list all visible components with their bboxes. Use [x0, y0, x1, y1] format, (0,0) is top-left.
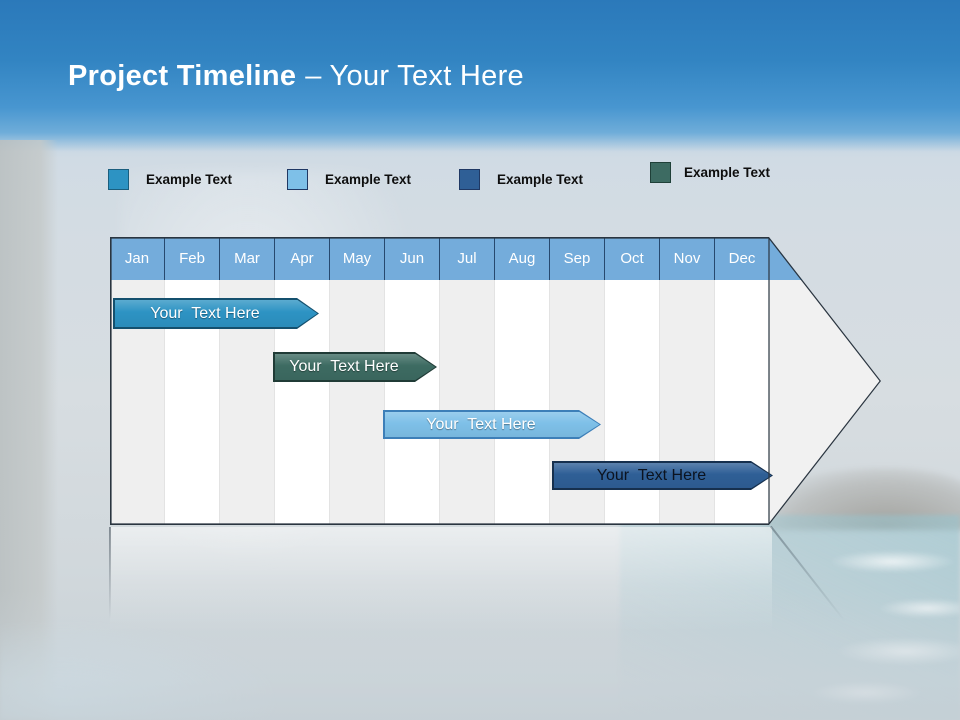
month-cell-feb: Feb [165, 237, 220, 280]
legend-label: Example Text [684, 165, 771, 180]
month-cell-jul: Jul [440, 237, 495, 280]
timeline-bar-2: Your Text Here [273, 352, 437, 382]
month-cell-apr: Apr [275, 237, 330, 280]
legend-swatch-teal [650, 162, 671, 183]
bar-label: Your Text Here [289, 358, 399, 375]
legend-label: Example Text [325, 172, 412, 187]
legend-label: Example Text [146, 172, 233, 187]
legend-item-2: Example Text [287, 169, 411, 190]
grid-column [385, 280, 440, 525]
legend-item-4: Example Text [650, 162, 770, 183]
timeline-bar-4: Your Text Here [552, 461, 773, 490]
month-cell-jun: Jun [385, 237, 440, 280]
background-blue-banner [0, 0, 960, 158]
timeline-bar-1: Your Text Here [113, 298, 319, 329]
legend-swatch-lightblue [287, 169, 308, 190]
legend-swatch-blue [108, 169, 129, 190]
table-reflection-left-edge [109, 527, 111, 619]
bar-label: Your Text Here [426, 415, 536, 433]
legend-item-3: Example Text [459, 169, 583, 190]
timeline-bar-3: Your Text Here [383, 410, 601, 439]
timeline-arrow-shape: Jan Feb Mar Apr May Jun Jul Aug Sep Oct … [110, 237, 881, 525]
bar-label: Your Text Here [150, 304, 260, 322]
grid-column [495, 280, 550, 525]
month-cell-jan: Jan [110, 237, 165, 280]
legend-label: Example Text [497, 172, 584, 187]
month-cell-aug: Aug [495, 237, 550, 280]
title-emphasis: Project Timeline [68, 60, 297, 92]
title-placeholder-text: – Your Text Here [305, 60, 524, 92]
table-reflection [110, 527, 772, 632]
legend-item-1: Example Text [108, 169, 232, 190]
month-cell-dec: Dec [728, 250, 756, 267]
grid-column [330, 280, 385, 525]
grid-column [440, 280, 495, 525]
bar-label: Your Text Here [596, 466, 707, 484]
month-cell-may: May [330, 237, 385, 280]
legend-swatch-steelblue [459, 169, 480, 190]
timeline-month-header: Jan Feb Mar Apr May Jun Jul Aug Sep Oct … [110, 237, 769, 280]
slide-title: Project Timeline– Your Text Here [68, 60, 524, 93]
month-cell-sep: Sep [550, 237, 605, 280]
month-cell-nov: Nov [660, 237, 715, 280]
month-cell-oct: Oct [605, 237, 660, 280]
month-cell-mar: Mar [220, 237, 275, 280]
timeline-header-band: Jan Feb Mar Apr May Jun Jul Aug Sep Oct … [110, 237, 881, 280]
